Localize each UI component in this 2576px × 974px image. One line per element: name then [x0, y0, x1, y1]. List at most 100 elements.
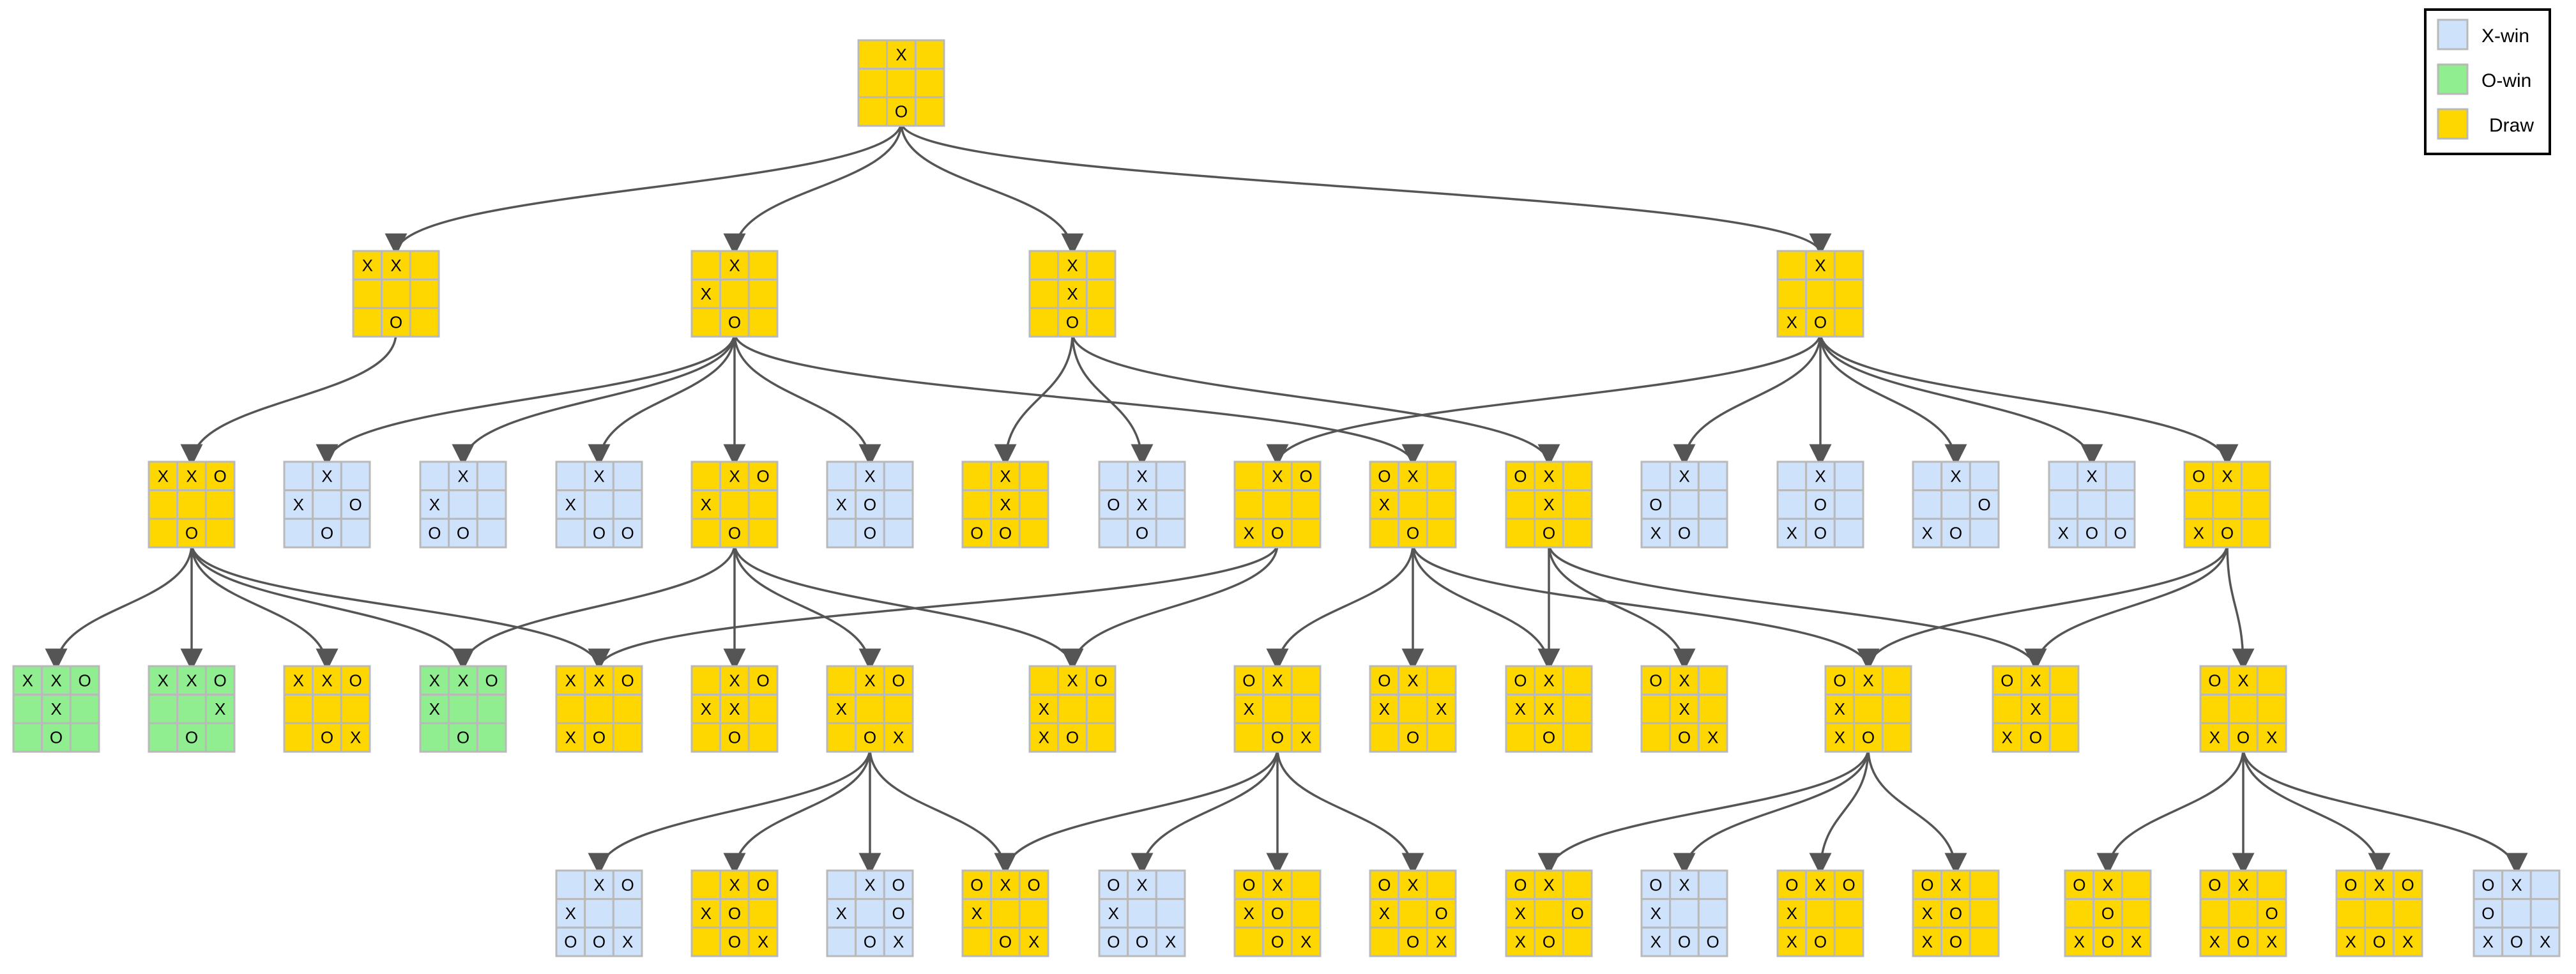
board-cell — [1640, 869, 1672, 901]
board-cell — [2048, 517, 2079, 549]
board-cell — [990, 926, 1021, 957]
board-cell — [204, 722, 236, 753]
board-cell — [690, 869, 722, 901]
cell-mark: X — [429, 699, 440, 719]
cell-mark: O — [1242, 875, 1255, 894]
cell-mark: X — [429, 671, 440, 690]
cell-mark: X — [2030, 699, 2041, 719]
cell-mark: O — [564, 932, 577, 952]
board-cell — [855, 489, 885, 520]
board-cell — [1534, 694, 1564, 724]
cell-mark: O — [970, 875, 983, 894]
board-cell — [1697, 898, 1728, 929]
cell-mark: X — [1300, 932, 1311, 952]
cell-mark: X — [864, 466, 875, 485]
cell-mark: X — [1515, 904, 1526, 923]
board-cell — [1969, 460, 2000, 492]
board-cell — [1776, 489, 1808, 520]
cell-mark: O — [1814, 495, 1827, 514]
edge-b11-c14 — [1548, 543, 2047, 671]
cell-mark: O — [1571, 904, 1584, 923]
cell-mark: O — [728, 524, 741, 543]
cell-mark: X — [1108, 904, 1119, 923]
cell-mark: O — [185, 524, 198, 543]
board-cell — [1233, 722, 1265, 753]
edge-b9-c8 — [1061, 543, 1279, 671]
cell-mark: X — [293, 495, 304, 514]
board-cell — [1697, 460, 1728, 492]
cell-mark: O — [1949, 524, 1962, 543]
cell-mark: O — [79, 671, 91, 690]
board-cell — [1505, 869, 1536, 901]
cell-mark: X — [729, 875, 740, 894]
board-cell — [2048, 460, 2079, 492]
board-cell — [826, 722, 857, 753]
board-cell — [1290, 489, 1322, 520]
cell-mark: X — [2374, 875, 2384, 894]
cell-mark: X — [1815, 466, 1825, 485]
cell-mark: O — [1028, 875, 1040, 894]
cell-mark: X — [1165, 932, 1176, 952]
board-cell — [1697, 517, 1728, 549]
board-cell — [312, 489, 342, 520]
board-cell — [2020, 722, 2051, 753]
board-cell — [1640, 926, 1672, 957]
cell-mark: X — [1436, 932, 1447, 952]
board-cell — [204, 694, 236, 724]
cell-mark: X — [2102, 875, 2113, 894]
board-cell — [584, 694, 614, 724]
cell-mark: X — [2266, 932, 2277, 952]
board-cell — [1426, 722, 1457, 753]
board-cell — [961, 489, 993, 520]
cell-mark: X — [1136, 875, 1147, 894]
edge-c13-d11 — [1867, 747, 1967, 876]
board-cell — [1028, 665, 1060, 696]
board-cell — [1697, 665, 1728, 696]
board-cell — [1028, 250, 1060, 281]
board-cell — [1562, 489, 1593, 520]
board-cell — [1833, 517, 1864, 549]
cell-mark: X — [701, 495, 712, 514]
legend-label-o-win: O-win — [2481, 70, 2531, 91]
cell-mark: O — [1300, 466, 1313, 485]
board-cell — [1776, 250, 1808, 281]
board-cell — [1562, 869, 1593, 901]
cell-mark: O — [1271, 524, 1284, 543]
board-cell — [204, 665, 236, 696]
board-cell — [2048, 489, 2079, 520]
board-cell — [2121, 869, 2152, 901]
cell-mark: X — [1379, 495, 1390, 514]
board-cell — [1505, 489, 1536, 520]
board-cell — [352, 307, 383, 338]
cell-mark: X — [2030, 671, 2041, 690]
board-cell — [1155, 489, 1186, 520]
cell-mark: O — [1136, 524, 1148, 543]
board-cell — [1640, 517, 1672, 549]
board-cell — [12, 694, 43, 724]
board-cell — [12, 722, 43, 753]
cell-mark: X — [565, 495, 576, 514]
edge-a3-b11 — [1071, 332, 1560, 467]
board-cell — [448, 694, 478, 724]
board-cell — [2121, 926, 2152, 957]
edge-c7-d2 — [723, 747, 871, 876]
board-node-a3: XXO — [1028, 250, 1117, 338]
cell-mark: O — [1949, 904, 1962, 923]
cell-mark: X — [701, 699, 712, 719]
cell-mark: O — [728, 904, 741, 923]
board-cell — [690, 722, 722, 753]
board-cell — [1562, 517, 1593, 549]
edge-a4-b12 — [1673, 332, 1822, 467]
cell-mark: O — [2481, 904, 2494, 923]
cell-mark: O — [2402, 875, 2414, 894]
board-cell — [2256, 926, 2287, 957]
board-cell — [826, 517, 857, 549]
board-cell — [1534, 869, 1564, 901]
board-cell — [555, 869, 586, 901]
board-cell — [1562, 926, 1593, 957]
board-cell — [1805, 278, 1836, 309]
